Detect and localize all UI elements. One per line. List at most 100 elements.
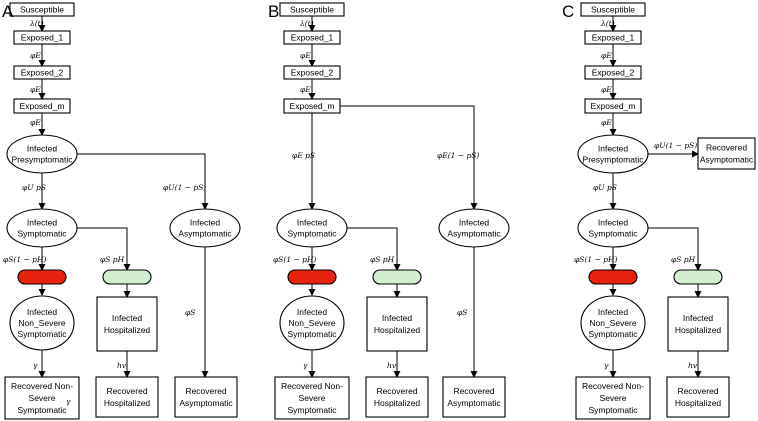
asymptomatic-ellipse-line: Asymptomatic: [447, 229, 501, 239]
exposed-m-box: Exposed_m: [13, 98, 71, 114]
rate-gamma: γ: [303, 361, 308, 370]
exposed-2-box-label: Exposed_2: [592, 68, 635, 78]
rate-hv: hv: [387, 361, 397, 370]
presymptomatic-ellipse-line: Infected: [27, 144, 58, 154]
rate-hv: hv: [688, 361, 698, 370]
exposed-1-box-label: Exposed_1: [592, 33, 635, 43]
nonsevere-ellipse-line: Non_Severe: [589, 318, 637, 328]
rate-exposed-sym: φE pS: [292, 151, 315, 160]
recovered-nonsevere-box-line: Symptomatic: [588, 405, 638, 415]
severe-pill: [287, 269, 337, 285]
rate-sym-nonsevere: φS(1 − pH): [3, 255, 46, 264]
rate-presym-recasym: φU(1 − pS): [654, 141, 697, 150]
exposed-2-box: Exposed_2: [13, 65, 71, 80]
rate-lambda: λ(t): [600, 19, 615, 28]
rate-hv: hv: [117, 361, 127, 370]
susceptible-box-label: Susceptible: [290, 5, 334, 15]
exposed-2-box-label: Exposed_2: [291, 68, 334, 78]
recovered-asymptomatic-box-line: Asymptomatic: [700, 155, 754, 165]
exposed-1-box: Exposed_1: [283, 30, 341, 45]
recovered-hospitalized-box-line: Hospitalized: [374, 398, 421, 408]
hospitalized-box-line: Hospitalized: [104, 325, 151, 335]
recovered-nonsevere-box-line: Recovered Non-: [281, 381, 343, 391]
rate-sym-nonsevere: φS(1 − pH): [273, 255, 316, 264]
asymptomatic-ellipse-line: Infected: [459, 218, 490, 228]
recovered-nonsevere-box-line: Recovered Non-: [11, 381, 73, 391]
rate-lambda: λ(t): [29, 19, 44, 28]
asymptomatic-ellipse-line: Asymptomatic: [178, 229, 232, 239]
rate-gamma: γ: [33, 361, 38, 370]
rate-gamma: γ: [604, 361, 609, 370]
rate-phiS: φS: [457, 308, 467, 317]
exposed-1-box: Exposed_1: [13, 30, 71, 45]
rate-phiE: φE: [601, 118, 612, 127]
severe-pill: [17, 269, 67, 285]
exposed-1-box-label: Exposed_1: [21, 33, 64, 43]
severe-pill: [588, 269, 638, 285]
exposed-m-box-label: Exposed_m: [290, 101, 335, 111]
hospitalized-box-line: Hospitalized: [675, 325, 722, 335]
symptomatic-ellipse-line: Infected: [598, 218, 629, 228]
arrow-exposedm-asymptomatic: [340, 105, 478, 210]
rate-exposed-asym: φE(1 − pS): [437, 151, 479, 160]
presymptomatic-ellipse-line: Infected: [598, 144, 629, 154]
exposed-1-box: Exposed_1: [584, 30, 642, 45]
nonsevere-ellipse-line: Non_Severe: [18, 318, 66, 328]
nonsevere-ellipse-line: Symptomatic: [588, 329, 638, 339]
rate-phiE: φE: [300, 85, 311, 94]
hospital-pill: [673, 269, 723, 285]
recovered-nonsevere-box-line: Recovered Non-: [582, 381, 644, 391]
exposed-m-box-label: Exposed_m: [20, 101, 65, 111]
exposed-1-box-label: Exposed_1: [291, 33, 334, 43]
rate-sym-nonsevere: φS(1 − pH): [574, 255, 617, 264]
arrow-symptomatic-hospital: [648, 227, 702, 271]
exposed-m-box: Exposed_m: [283, 98, 341, 114]
recovered-nonsevere-box-line: Severe: [29, 393, 56, 403]
exposed-2-box: Exposed_2: [283, 65, 341, 80]
susceptible-box-label: Susceptible: [20, 5, 64, 15]
hospital-pill: [102, 269, 152, 285]
recovered-asymptomatic-box-line: Recovered: [185, 386, 226, 396]
rate-presym-asym: φU(1 − pS): [163, 183, 206, 192]
hospitalized-box-line: Infected: [112, 313, 143, 323]
recovered-asymptomatic-box-line: Asymptomatic: [447, 398, 501, 408]
nonsevere-ellipse-line: Non_Severe: [288, 318, 336, 328]
rate-phiE: φE: [30, 85, 41, 94]
arrow-symptomatic-hospital: [77, 227, 131, 271]
susceptible-box-label: Susceptible: [591, 5, 635, 15]
symptomatic-ellipse-line: Symptomatic: [17, 229, 67, 239]
presymptomatic-ellipse-line: Presymptomatic: [583, 155, 645, 165]
recovered-hospitalized-box-line: Recovered: [376, 386, 417, 396]
susceptible-box: Susceptible: [279, 2, 345, 17]
nonsevere-ellipse-line: Symptomatic: [17, 329, 67, 339]
rate-phiE: φE: [601, 51, 612, 60]
recovered-nonsevere-box-line: Symptomatic: [287, 405, 337, 415]
recovered-asymptomatic-box-line: Recovered: [453, 386, 494, 396]
exposed-2-box: Exposed_2: [584, 65, 642, 80]
exposed-m-box: Exposed_m: [584, 98, 642, 114]
nonsevere-ellipse-line: Infected: [598, 307, 629, 317]
recovered-hospitalized-box-line: Hospitalized: [675, 398, 722, 408]
exposed-m-box-label: Exposed_m: [591, 101, 636, 111]
panel-label: C: [562, 2, 574, 21]
rate-sym-hospital: φS pH: [100, 255, 125, 264]
hospitalized-box-line: Infected: [683, 313, 714, 323]
hospitalized-box-line: Infected: [382, 313, 413, 323]
susceptible-box: Susceptible: [580, 2, 646, 17]
rate-sym-hospital: φS pH: [671, 255, 696, 264]
rate-phiS: φS: [185, 308, 195, 317]
symptomatic-ellipse-line: Symptomatic: [588, 229, 638, 239]
